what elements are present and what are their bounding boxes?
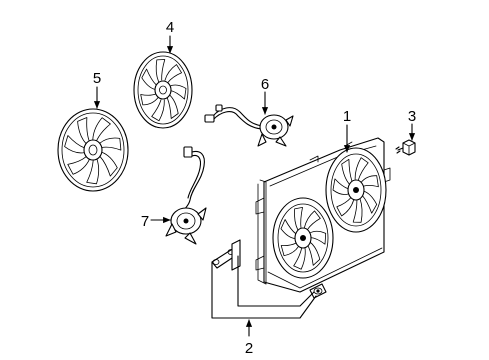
fan-blade-vane — [141, 68, 157, 90]
fan-blade-vane — [354, 157, 369, 181]
fan-blade-vane — [336, 197, 354, 217]
fan-blade-vane — [360, 175, 379, 188]
bracket-2-leader-lines — [211, 255, 317, 319]
callout-4-label: 4 — [166, 19, 174, 36]
callout-1-label: 1 — [343, 108, 351, 125]
fan-blade-vane — [169, 84, 187, 100]
callout-6-label: 6 — [261, 76, 269, 93]
fan-blade-vane — [77, 117, 90, 145]
fan-blade-vane — [64, 135, 85, 154]
bolt-3-illustration — [395, 139, 416, 156]
fan-motor-6-illustration — [204, 104, 294, 147]
callout-7-label: 7 — [141, 213, 149, 230]
fan-blade-vane — [140, 93, 159, 106]
fan-blade-vane — [280, 242, 299, 256]
fan-blade-vane — [307, 241, 321, 266]
fan-blade-vane — [164, 64, 182, 83]
callout-3-label: 3 — [408, 108, 416, 125]
fan-motor-7-illustration — [165, 146, 207, 245]
fan-blade-5-illustration — [57, 108, 129, 192]
fan-blade-4-illustration — [133, 51, 193, 129]
fan-blade-vane — [280, 219, 297, 239]
callout-arrows — [93, 35, 416, 337]
fan-blade-vane — [167, 94, 179, 119]
fan-blade-vane — [151, 99, 165, 122]
fan-blade-vane — [309, 230, 327, 245]
callout-5-label: 5 — [93, 70, 101, 87]
fan-shroud-1-illustration — [255, 137, 391, 293]
fan-blade-vane — [362, 190, 378, 214]
fan-blade-vane — [294, 207, 303, 231]
fan-blade-vane — [332, 178, 350, 195]
fan-blade-vane — [86, 158, 100, 185]
fan-blade-vane — [155, 59, 166, 83]
fan-blade-vane — [99, 137, 122, 151]
fan-blade-vane — [99, 151, 118, 177]
fan-blade-vane — [352, 198, 363, 223]
fan-blade-vane — [92, 117, 111, 141]
fan-blade-vane — [67, 156, 90, 175]
fan-blade-vane — [293, 247, 306, 270]
callout-2-label: 2 — [245, 340, 253, 357]
fan-blade-vane — [341, 158, 353, 185]
fan-blade-vane — [303, 210, 321, 231]
